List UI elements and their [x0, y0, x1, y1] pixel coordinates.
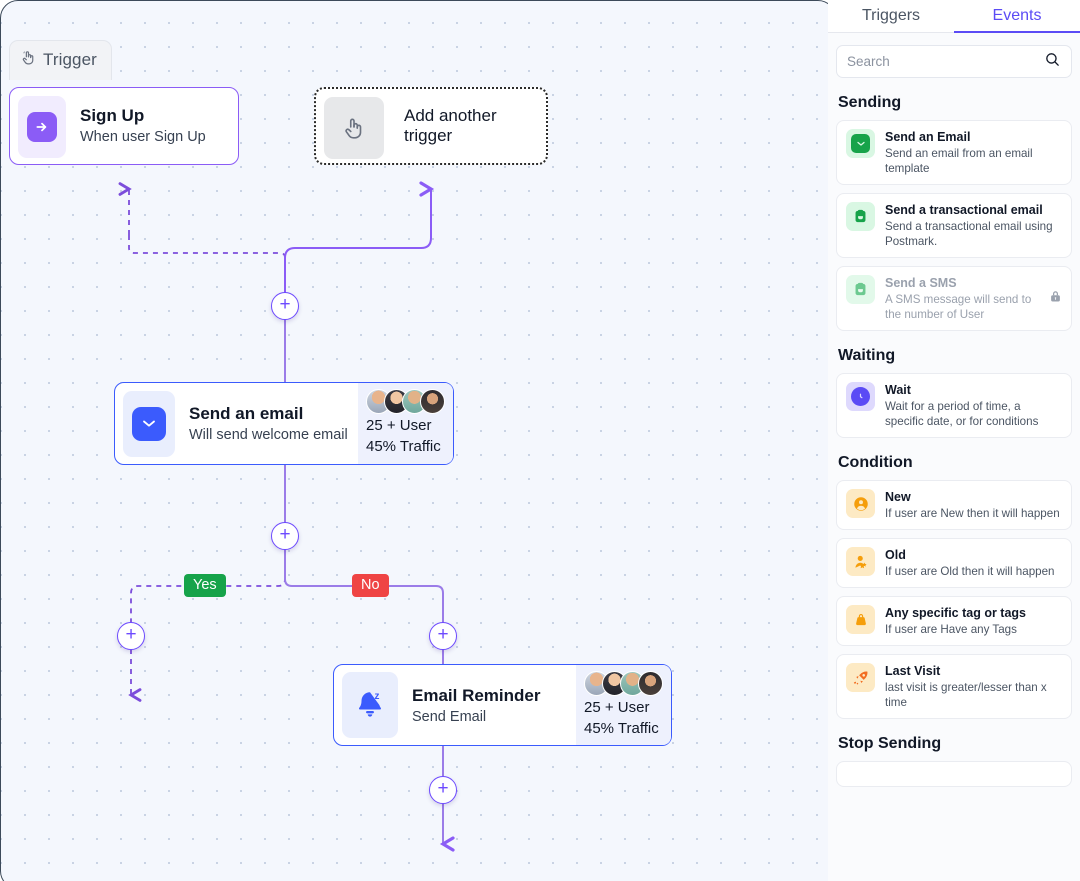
- event-card-title: Any specific tag or tags: [885, 606, 1027, 620]
- event-card-title: Send a transactional email: [885, 203, 1043, 217]
- event-card-old[interactable]: Old If user are Old then it will happen: [836, 538, 1072, 588]
- add-step-button[interactable]: +: [429, 776, 457, 804]
- event-card-title: Wait: [885, 383, 911, 397]
- event-card-desc: Send an email from an email template: [885, 147, 1033, 175]
- section-title-waiting: Waiting: [838, 347, 896, 364]
- event-card-last-visit[interactable]: Last Visit last visit is greater/lesser …: [836, 654, 1072, 719]
- inbox-icon: [846, 202, 875, 231]
- node-subtitle: Will send welcome email: [189, 427, 348, 443]
- envelope-icon: [846, 129, 875, 158]
- plus-icon: +: [125, 624, 137, 645]
- user-circle-icon: [846, 489, 875, 518]
- node-subtitle: When user Sign Up: [80, 129, 206, 145]
- event-card-desc: Wait for a period of time, a specific da…: [885, 400, 1039, 428]
- node-title: Add another trigger: [404, 106, 497, 145]
- flow-canvas[interactable]: Trigger Sign Up When user Sign Up: [0, 0, 836, 881]
- plus-icon: +: [437, 624, 449, 645]
- avatar: [420, 389, 445, 414]
- tab-events[interactable]: Events: [954, 7, 1080, 33]
- node-subtitle: Send Email: [412, 708, 487, 725]
- node-stat-traffic: 45% Traffic: [366, 438, 441, 455]
- event-card-any-tag[interactable]: Any specific tag or tags If user are Hav…: [836, 596, 1072, 646]
- inbox-icon: [846, 275, 875, 304]
- envelope-icon: [123, 390, 175, 457]
- avatar-group: [366, 389, 445, 414]
- event-card-title: Send an Email: [885, 130, 971, 144]
- add-step-button[interactable]: +: [271, 522, 299, 550]
- event-card-stop-sending[interactable]: [836, 761, 1072, 787]
- node-stats: 25 + User 45% Traffic: [576, 665, 671, 745]
- search-box[interactable]: [836, 45, 1072, 78]
- branch-label-yes[interactable]: Yes: [184, 574, 226, 597]
- tap-hand-icon: [20, 48, 37, 72]
- add-step-button[interactable]: +: [429, 622, 457, 650]
- add-step-button[interactable]: +: [117, 622, 145, 650]
- event-card-desc: If user are New then it will happen: [885, 507, 1060, 520]
- node-send-an-email[interactable]: Send an email Will send welcome email 25…: [114, 382, 454, 465]
- sleeping-bell-icon: z: [342, 672, 398, 738]
- node-stat-users: 25 + User: [366, 417, 432, 434]
- node-title: Email Reminder: [412, 685, 541, 705]
- event-card-desc: last visit is greater/lesser than x time: [885, 681, 1047, 709]
- tap-hand-icon: [324, 97, 384, 159]
- node-title: Sign Up: [80, 106, 145, 125]
- event-card-desc: A SMS message will send to the number of…: [885, 293, 1032, 321]
- events-sidebar: Triggers Events Sending: [828, 0, 1080, 881]
- flow-canvas-wrapper: Trigger Sign Up When user Sign Up: [0, 0, 836, 881]
- sidebar-tabs: Triggers Events: [828, 0, 1080, 33]
- rocket-icon: [846, 663, 875, 692]
- event-card-send-transactional-email[interactable]: Send a transactional email Send a transa…: [836, 193, 1072, 258]
- event-card-wait[interactable]: Wait Wait for a period of time, a specif…: [836, 373, 1072, 438]
- clock-icon: [846, 382, 875, 411]
- tag-icon: [846, 605, 875, 634]
- event-card-send-an-email[interactable]: Send an Email Send an email from an emai…: [836, 120, 1072, 185]
- event-card-send-sms[interactable]: Send a SMS A SMS message will send to th…: [836, 266, 1072, 331]
- arrow-right-in-box-icon: [18, 96, 66, 158]
- search-input[interactable]: [847, 54, 1044, 69]
- node-sign-up[interactable]: Sign Up When user Sign Up: [9, 87, 239, 165]
- event-card-desc: If user are Old then it will happen: [885, 565, 1055, 578]
- node-add-another-trigger[interactable]: Add another trigger: [314, 87, 548, 165]
- search-icon[interactable]: [1044, 51, 1061, 73]
- node-stat-users: 25 + User: [584, 698, 650, 716]
- event-card-title: Send a SMS: [885, 276, 957, 290]
- node-stats: 25 + User 45% Traffic: [358, 383, 453, 464]
- sidebar-body: Sending Send an Email Send an email from…: [828, 33, 1080, 881]
- node-stat-traffic: 45% Traffic: [584, 719, 659, 737]
- tab-triggers[interactable]: Triggers: [861, 7, 921, 24]
- avatar: [638, 670, 663, 696]
- section-title-stop-sending: Stop Sending: [838, 735, 942, 752]
- add-step-button[interactable]: +: [271, 292, 299, 320]
- trigger-tab-chip[interactable]: Trigger: [9, 40, 112, 80]
- svg-text:z: z: [375, 691, 380, 702]
- branch-label-no[interactable]: No: [352, 574, 389, 597]
- section-title-sending: Sending: [838, 94, 902, 111]
- lock-icon: [1048, 289, 1063, 309]
- event-card-title: New: [885, 490, 911, 504]
- event-card-desc: If user are Have any Tags: [885, 623, 1017, 636]
- event-card-new[interactable]: New If user are New then it will happen: [836, 480, 1072, 530]
- event-card-desc: Send a transactional email using Postmar…: [885, 220, 1053, 248]
- section-title-condition: Condition: [838, 454, 913, 471]
- trigger-tab-label: Trigger: [43, 50, 97, 69]
- plus-icon: +: [279, 524, 291, 545]
- plus-icon: +: [437, 778, 449, 799]
- event-card-title: Old: [885, 548, 906, 562]
- node-title: Send an email: [189, 404, 304, 423]
- node-email-reminder[interactable]: z Email Reminder Send Email: [333, 664, 672, 746]
- event-card-title: Last Visit: [885, 664, 941, 678]
- avatar-group: [584, 670, 663, 696]
- user-star-icon: [846, 547, 875, 576]
- plus-icon: +: [279, 294, 291, 315]
